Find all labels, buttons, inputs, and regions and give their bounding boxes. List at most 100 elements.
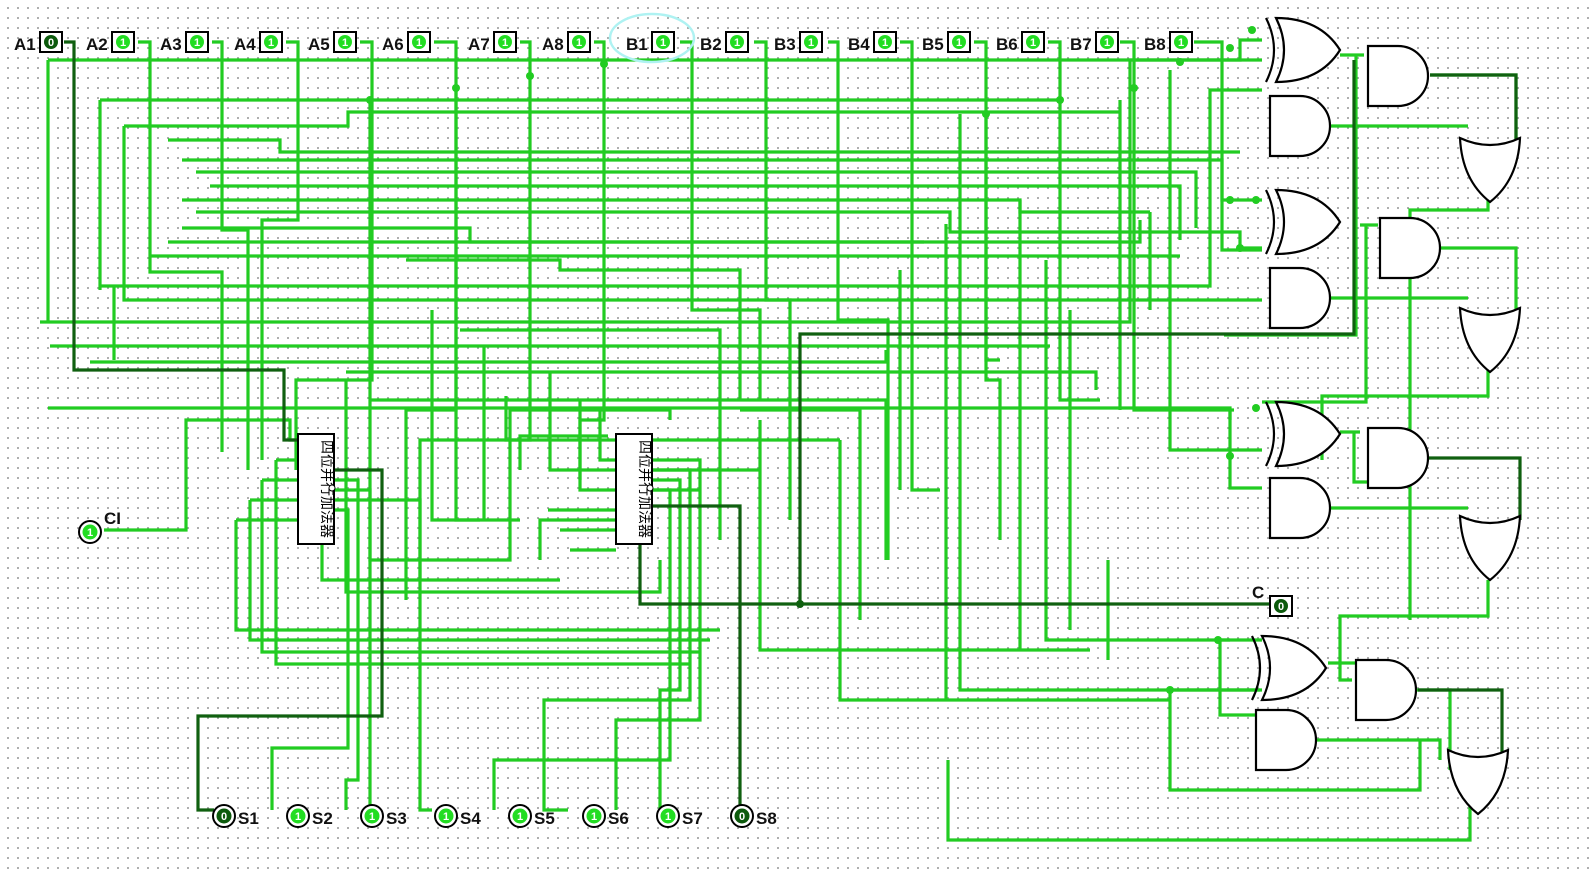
junction-dot	[1176, 58, 1184, 66]
carry-in-pin[interactable]: 1 CI	[78, 509, 121, 544]
input-pin-led	[1100, 35, 1114, 49]
input-pin-value: 1	[734, 37, 740, 49]
input-pin-value: 1	[660, 37, 666, 49]
xor-gate-2-body	[1274, 188, 1342, 256]
output-pin-value: 1	[369, 811, 375, 823]
and-gate-3a-body	[1268, 476, 1332, 540]
and-gate-3b[interactable]	[1366, 426, 1430, 490]
input-pin-b2[interactable]: B2 1	[700, 31, 749, 54]
input-pin-a2[interactable]: A2 1	[86, 31, 135, 54]
xor-gate-4[interactable]	[1251, 634, 1328, 702]
input-pin-a5[interactable]: A5 1	[308, 31, 357, 54]
input-pin-label: A6	[382, 35, 404, 54]
input-pin-led	[656, 35, 670, 49]
input-pin-led	[116, 35, 130, 49]
junction-dot	[796, 600, 804, 608]
and-gate-4a[interactable]	[1254, 708, 1318, 772]
input-pin-label: A1	[14, 35, 36, 54]
input-pin-led	[1174, 35, 1188, 49]
output-pin-value: 1	[443, 811, 449, 823]
output-pin-led	[216, 808, 232, 824]
junction-dot	[1226, 44, 1234, 52]
adder-label: 四位并行加法器	[318, 440, 334, 538]
or-gate-4[interactable]	[1446, 748, 1510, 816]
wires-inactive	[64, 40, 1522, 812]
output-pin-value: 0	[221, 811, 227, 823]
output-pin-led	[364, 808, 380, 824]
input-pin-value: 1	[194, 37, 200, 49]
input-pin-led	[338, 35, 352, 49]
output-pin-label: S5	[534, 809, 555, 828]
junction-dot	[1252, 196, 1260, 204]
input-pin-label: B3	[774, 35, 796, 54]
input-pin-value: 1	[268, 37, 274, 49]
input-pin-label: B4	[848, 35, 870, 54]
xor-gate-1-body	[1274, 16, 1342, 84]
and-gate-2b[interactable]	[1378, 216, 1442, 280]
adder-2[interactable]: 四位并行加法器	[615, 433, 654, 545]
junction-dot	[1226, 196, 1234, 204]
and-gate-4b[interactable]	[1354, 658, 1418, 722]
wire-junctions	[366, 26, 1260, 694]
input-pin-led	[44, 35, 58, 49]
selection-highlight	[608, 12, 696, 64]
xor-gate-2[interactable]	[1265, 188, 1342, 256]
and-gate-1a-body	[1268, 94, 1332, 158]
and-gate-3a[interactable]	[1268, 476, 1332, 540]
xor-gate-1[interactable]	[1265, 16, 1342, 84]
or-gate-1[interactable]	[1458, 136, 1522, 204]
carry-out-pin[interactable]: 0 C	[1252, 583, 1293, 617]
input-pin-led	[572, 35, 586, 49]
input-pin-label: B8	[1144, 35, 1166, 54]
and-gate-1b[interactable]	[1366, 44, 1430, 108]
junction-dot	[526, 72, 534, 80]
junction-dot	[982, 110, 990, 118]
input-pin-label: B2	[700, 35, 722, 54]
input-pin-value: 1	[1178, 37, 1184, 49]
input-pin-value: 1	[120, 37, 126, 49]
xor-gate-4-back	[1251, 635, 1262, 701]
junction-dot	[452, 84, 460, 92]
adder-label: 四位并行加法器	[636, 440, 652, 538]
input-pin-led	[498, 35, 512, 49]
xor-gate-4-body	[1260, 634, 1328, 702]
and-gate-2a[interactable]	[1268, 266, 1332, 330]
or-gate-4-body	[1446, 748, 1510, 816]
input-pin-label: B7	[1070, 35, 1092, 54]
xor-gate-2-back	[1265, 189, 1276, 255]
and-gate-4a-body	[1254, 708, 1318, 772]
input-pin-led	[412, 35, 426, 49]
output-pin-value: 1	[665, 811, 671, 823]
xor-gate-3[interactable]	[1265, 400, 1342, 468]
input-pin-b8[interactable]: B8 1	[1144, 31, 1193, 54]
input-pin-label: A5	[308, 35, 330, 54]
input-pin-value: 1	[342, 37, 348, 49]
input-pin-label: A2	[86, 35, 108, 54]
junction-dot	[600, 60, 608, 68]
junction-dot	[1166, 686, 1174, 694]
and-gate-1a[interactable]	[1268, 94, 1332, 158]
output-pin-label: S1	[238, 809, 259, 828]
input-pin-label: A7	[468, 35, 490, 54]
output-pin-led	[734, 808, 750, 824]
adder-1[interactable]: 四位并行加法器	[297, 433, 336, 545]
or-gate-2[interactable]	[1458, 306, 1522, 374]
output-pin-led	[512, 808, 528, 824]
or-gate-3[interactable]	[1458, 514, 1522, 582]
